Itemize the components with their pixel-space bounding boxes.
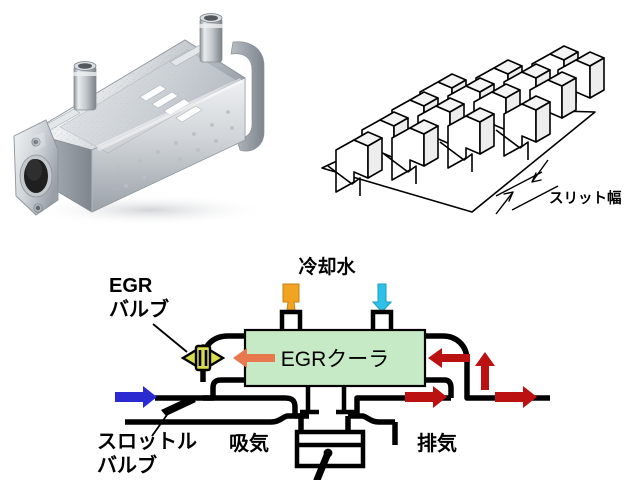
front-face-rivets: [120, 110, 234, 188]
photo-highlights: [34, 78, 243, 151]
exhaust-label: 排気: [417, 431, 457, 455]
fin-trailing-edges: [327, 129, 529, 196]
egr-valve-label-line2: バルブ: [109, 297, 169, 321]
piston-connecting-rod: [313, 448, 333, 480]
egr-riser-arrow: [475, 352, 495, 390]
exhaust-arrow-1: [405, 386, 447, 408]
engine-cylinder: [294, 429, 366, 469]
mounting-flange: [13, 119, 59, 216]
throttle-leader-line: [151, 411, 170, 437]
egr-valve-label-line1: EGR: [109, 275, 153, 297]
coolant-inlet-arrow: [371, 283, 393, 313]
egr-cooler-label: EGRクーラ: [281, 348, 390, 371]
photo-drop-shadow: [30, 194, 270, 226]
exhaust-arrow-2: [495, 386, 537, 408]
egr-valve-symbol: [180, 343, 226, 373]
valve-stems: [300, 386, 355, 415]
throttle-valve-label-line2: バルブ: [97, 453, 157, 477]
slit-width-dimension: [495, 159, 559, 215]
egr-return-arrow: [428, 348, 470, 368]
coolant-port-right: [199, 13, 223, 63]
throttle-valve-plate: [161, 396, 196, 416]
fin-row-front: [335, 95, 551, 193]
slit-edge-line-upper: [511, 185, 559, 211]
fin-array: [327, 45, 605, 196]
coolant-label: 冷却水: [298, 255, 356, 278]
front-face-seam: [91, 150, 119, 212]
throttle-valve-label-line1: スロットル: [97, 431, 197, 453]
top-plate-slots: [43, 44, 237, 154]
egr-valve-leader-line: [152, 323, 188, 353]
fresh-air-arrow: [115, 386, 157, 408]
intake-label: 吸気: [229, 431, 269, 455]
egr-system-schematic: 冷却水 EGRクーラ: [95, 240, 555, 480]
offset-fin-structure-drawing: スリット幅: [300, 0, 640, 238]
cooled-egr-arrow: [233, 348, 275, 368]
coolant-port-left: [73, 61, 97, 111]
slit-width-label: スリット幅: [549, 189, 622, 207]
egr-cooler-photograph: [0, 0, 320, 238]
